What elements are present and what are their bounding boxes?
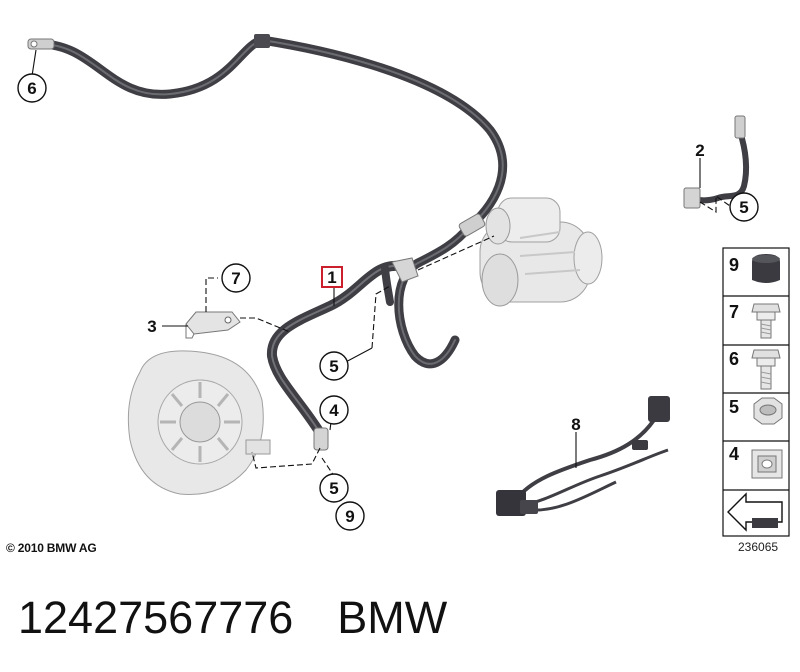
- callout-1: 1: [327, 268, 336, 287]
- callout-8: 8: [571, 415, 580, 434]
- harness-8: [496, 396, 670, 516]
- clip-nut-icon: [751, 449, 783, 479]
- caption: 12427567776 BMW: [18, 590, 447, 646]
- legend-num-5: 5: [729, 397, 739, 417]
- legend-num-4: 4: [729, 444, 739, 464]
- legend-num-7: 7: [729, 302, 739, 322]
- cable-6: [27, 34, 508, 369]
- starter-motor: [479, 197, 603, 307]
- callout-9: 9: [345, 507, 354, 526]
- leader-lines: [205, 194, 731, 477]
- legend-num-6: 6: [729, 349, 739, 369]
- cable-1: [266, 257, 419, 451]
- callout-5-middle: 5: [329, 357, 338, 376]
- diagram-id: 236065: [738, 540, 779, 554]
- callout-5-right: 5: [739, 198, 748, 217]
- brand-name: BMW: [337, 592, 448, 643]
- callout-6: 6: [27, 79, 36, 98]
- cap-icon: [752, 254, 780, 283]
- copyright-notice: © 2010 BMW AG: [6, 541, 97, 555]
- short-bolt-icon: [751, 303, 781, 339]
- callout-7: 7: [231, 269, 240, 288]
- callout-4: 4: [329, 401, 339, 420]
- nut-icon: [753, 397, 783, 425]
- bracket-3: [185, 311, 241, 339]
- cable-2: [683, 115, 750, 209]
- callout-5-lower: 5: [329, 479, 338, 498]
- direction-arrow-icon: [727, 492, 783, 532]
- part-number: 12427567776: [18, 592, 294, 643]
- long-bolt-icon: [751, 349, 781, 390]
- parts-diagram: 1 2 3 4 5 5 5 6 7 8 9: [17, 34, 790, 537]
- callout-2: 2: [695, 141, 704, 160]
- alternator: [127, 350, 271, 495]
- legend-num-9: 9: [729, 255, 739, 275]
- fastener-legend: 9 7 6 5 4: [722, 247, 790, 537]
- callout-3: 3: [147, 317, 156, 336]
- callout-labels: 1 2 3 4 5 5 5 6 7 8 9: [17, 73, 759, 531]
